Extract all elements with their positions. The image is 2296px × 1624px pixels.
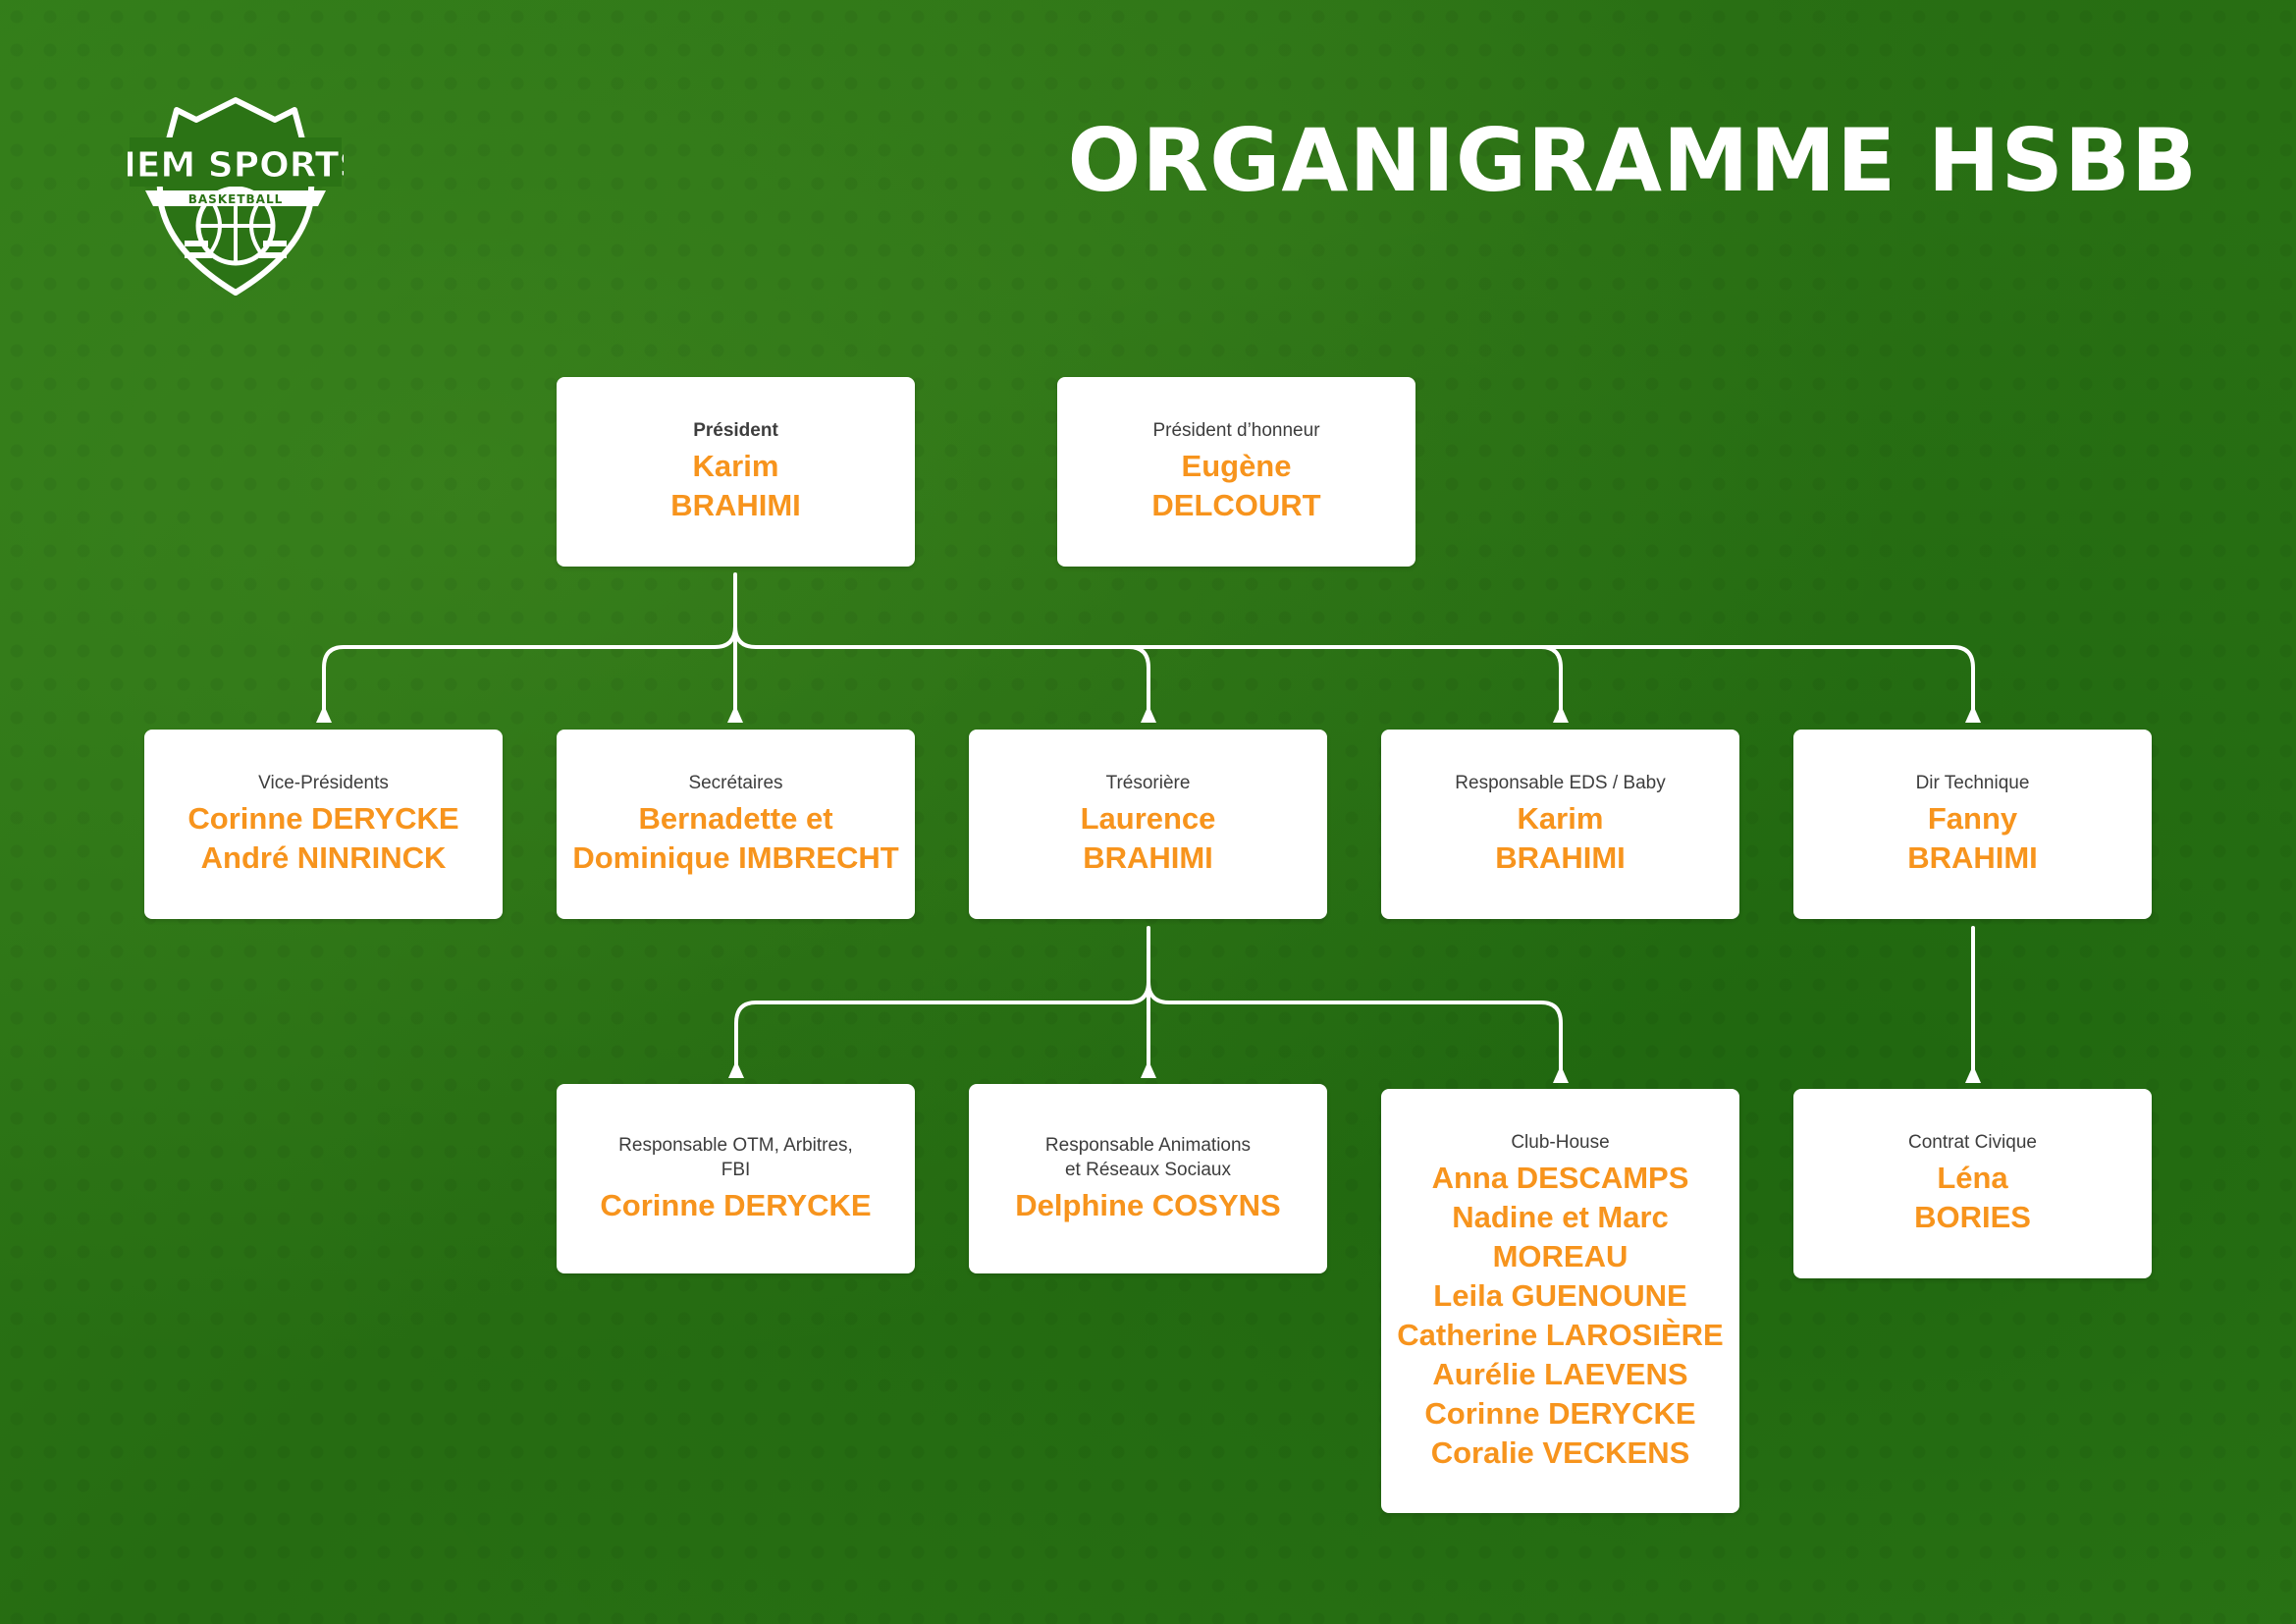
connector-to-otm — [734, 980, 1150, 1067]
arrowhead — [1141, 705, 1156, 723]
box-club-house: Club-House Anna DESCAMPS Nadine et Marc … — [1381, 1089, 1739, 1513]
role-label: Président — [693, 420, 778, 441]
role-label: Contrat Civique — [1908, 1132, 2037, 1153]
arrowhead — [727, 705, 743, 723]
person-name: Eugène DELCOURT — [1151, 449, 1321, 522]
box-dir-technique: Dir Technique Fanny BRAHIMI — [1793, 730, 2152, 919]
role-label: Secrétaires — [688, 773, 783, 793]
role-label: Responsable OTM, Arbitres, FBI — [618, 1134, 853, 1180]
person-name: Karim BRAHIMI — [670, 449, 801, 522]
arrowhead — [1141, 1060, 1156, 1078]
connector-to-club-house — [1147, 980, 1563, 1072]
person-name: Corinne DERYCKE — [600, 1187, 872, 1222]
connector-to-dir-technique — [1539, 645, 1975, 714]
person-name: Karim BRAHIMI — [1495, 801, 1626, 875]
box-responsable-eds: Responsable EDS / Baby Karim BRAHIMI — [1381, 730, 1739, 919]
person-name: Delphine COSYNS — [1015, 1187, 1281, 1222]
person-name: Anna DESCAMPS Nadine et Marc MOREAU Leil… — [1397, 1160, 1724, 1470]
arrowhead — [728, 1060, 744, 1078]
box-secretaires: Secrétaires Bernadette et Dominique IMBR… — [557, 730, 915, 919]
box-president-honneur: Président d’honneur Eugène DELCOURT — [1057, 377, 1415, 567]
arrowhead — [1965, 1065, 1981, 1083]
page-title: ORGANIGRAMME HSBB — [1067, 110, 2198, 211]
logo-brand-text: HEM SPORTS — [128, 145, 344, 186]
person-name: Bernadette et Dominique IMBRECHT — [572, 801, 899, 875]
arrowhead — [1553, 1065, 1569, 1083]
arrowhead — [1553, 705, 1569, 723]
connector-to-tresoriere — [733, 624, 1150, 714]
connector-to-vice-presidents — [322, 624, 737, 714]
person-name: Fanny BRAHIMI — [1907, 801, 2038, 875]
box-vice-presidents: Vice-Présidents Corinne DERYCKE André NI… — [144, 730, 503, 919]
role-label: Club-House — [1511, 1131, 1610, 1153]
box-president: Président Karim BRAHIMI — [557, 377, 915, 567]
arrowhead — [316, 705, 332, 723]
role-label: Dir Technique — [1915, 773, 2030, 793]
person-name: Corinne DERYCKE André NINRINCK — [187, 801, 459, 875]
role-label: Responsable Animations et Réseaux Sociau… — [1044, 1134, 1252, 1180]
role-label: Vice-Présidents — [258, 773, 389, 793]
box-tresoriere: Trésorière Laurence BRAHIMI — [969, 730, 1327, 919]
connector-to-eds — [1127, 645, 1563, 714]
box-responsable-animations: Responsable Animations et Réseaux Sociau… — [969, 1084, 1327, 1273]
arrowhead — [1965, 705, 1981, 723]
role-label: Président d’honneur — [1152, 420, 1320, 441]
role-label: Trésorière — [1105, 773, 1191, 793]
box-contrat-civique: Contrat Civique Léna BORIES — [1793, 1089, 2152, 1278]
hem-sports-logo: HEM SPORTS BASKETBALL — [128, 97, 344, 296]
role-label: Responsable EDS / Baby — [1455, 773, 1666, 793]
logo-sub-text: BASKETBALL — [188, 192, 283, 206]
person-name: Léna BORIES — [1914, 1161, 2031, 1234]
person-name: Laurence BRAHIMI — [1080, 801, 1216, 875]
box-responsable-otm: Responsable OTM, Arbitres, FBI Corinne D… — [557, 1084, 915, 1273]
